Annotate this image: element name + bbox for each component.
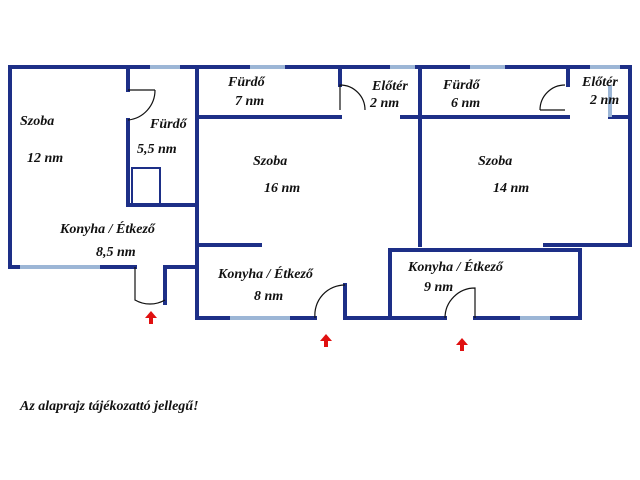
room-name-konyha-3: Konyha / Étkező (407, 258, 504, 275)
room-name-szoba-1: Szoba (20, 114, 54, 129)
door-unit2-entrance (314, 284, 346, 319)
entrance-arrow-icon (320, 334, 332, 347)
entrance-arrow-icon (456, 338, 468, 351)
room-area-szoba-1: 12 nm (27, 151, 63, 166)
room-area-konyha-3: 9 nm (424, 280, 453, 295)
room-area-konyha-2: 8 nm (254, 289, 283, 304)
door-eloter2 (339, 84, 366, 111)
room-name-konyha-1: Konyha / Étkező (59, 220, 156, 237)
room-area-furdo-1: 5,5 nm (137, 142, 177, 157)
walls (8, 65, 632, 320)
entrance-arrow-icon (145, 311, 157, 324)
room-name-eloter-3: Előtér (581, 75, 618, 90)
room-area-szoba-2: 16 nm (264, 181, 300, 196)
room-name-konyha-2: Konyha / Étkező (217, 265, 314, 282)
door-unit1-entrance (134, 267, 166, 305)
room-area-eloter-3: 2 nm (589, 93, 619, 108)
windows (20, 65, 620, 320)
room-name-eloter-2: Előtér (371, 79, 408, 94)
room-name-szoba-3: Szoba (478, 154, 512, 169)
door-bath1 (127, 89, 156, 121)
bath1-fixture (131, 167, 161, 206)
room-labels: Szoba 12 nm Fürdő 5,5 nm Konyha / Étkező… (20, 75, 619, 304)
room-name-furdo-3: Fürdő (442, 78, 481, 93)
door-unit3-entrance (444, 287, 476, 319)
room-area-szoba-3: 14 nm (493, 181, 529, 196)
room-name-szoba-2: Szoba (253, 154, 287, 169)
room-name-furdo-2: Fürdő (227, 75, 266, 90)
disclaimer-text: Az alaprajz tájékozatt​ó jellegű! (19, 399, 199, 414)
room-area-konyha-1: 8,5 nm (96, 245, 136, 260)
room-name-furdo-1: Fürdő (149, 117, 188, 132)
doors (127, 84, 566, 319)
entrance-arrows (145, 311, 468, 351)
door-eloter3 (539, 84, 566, 111)
room-area-eloter-2: 2 nm (369, 96, 399, 111)
room-area-furdo-3: 6 nm (451, 96, 480, 111)
room-area-furdo-2: 7 nm (235, 94, 264, 109)
